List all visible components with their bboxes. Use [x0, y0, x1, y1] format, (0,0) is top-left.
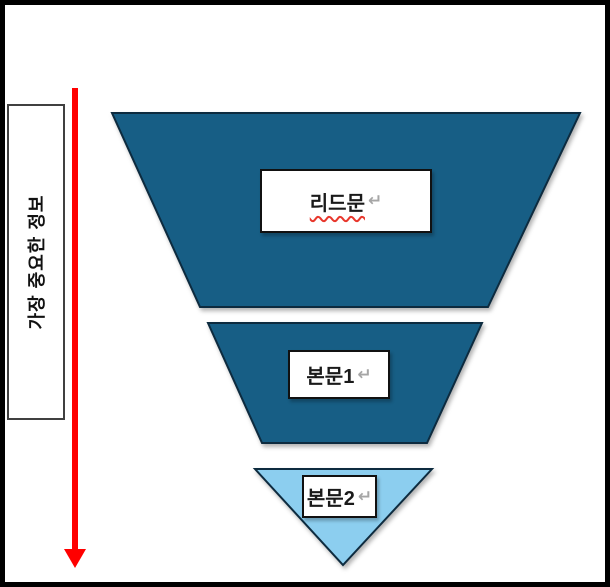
side-label-box: 가장 중요한 정보 [7, 104, 65, 420]
funnel-level-1-label: 리드문 [309, 192, 365, 215]
funnel-level-1-label-box: 리드문↵ [260, 169, 432, 233]
down-arrow-line [72, 88, 78, 549]
funnel-level-3-label: 본문2 [306, 488, 355, 510]
funnel-level-2-label-box: 본문1↵ [288, 350, 390, 399]
funnel-level-2-label: 본문1 [306, 366, 355, 388]
return-mark-icon: ↵ [357, 364, 372, 384]
down-arrow-head-icon [64, 549, 86, 568]
return-mark-icon: ↵ [357, 486, 373, 506]
return-mark-icon: ↵ [367, 191, 383, 210]
funnel-level-3-label-box: 본문2↵ [302, 475, 377, 518]
